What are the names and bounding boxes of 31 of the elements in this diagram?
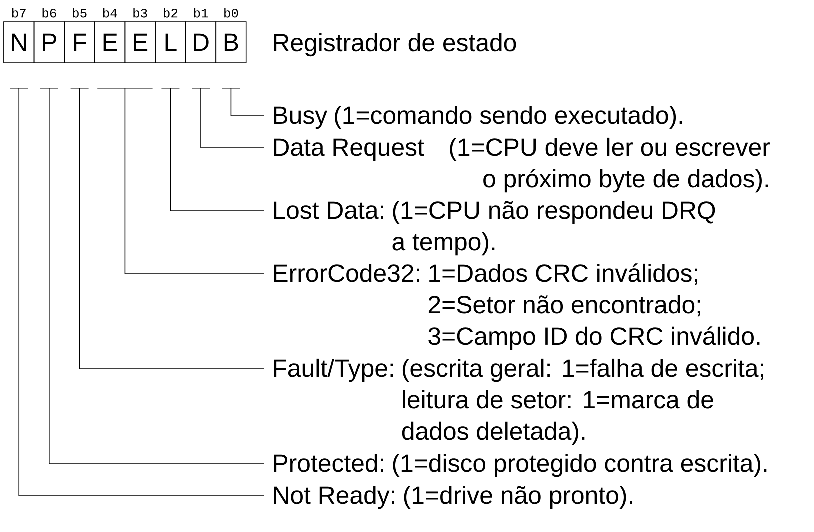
leader-line: [161, 88, 264, 212]
leader-line: [192, 88, 264, 148]
bit-cell: N: [4, 22, 35, 64]
bit-cell: B: [216, 22, 247, 64]
bit-cell: E: [94, 22, 126, 64]
description-text: Data Request (1=CPU deve ler ou escrever o próximo byte de dados).: [274, 138, 770, 193]
description-text: Not Ready: (1=drive não pronto).: [274, 486, 632, 510]
bit-cell: F: [64, 22, 96, 64]
leader-line: [222, 88, 264, 116]
description-text: Busy (1=comando sendo executado).: [274, 106, 682, 130]
bit-cell: P: [34, 22, 65, 64]
bit-cell: L: [155, 22, 186, 64]
description-text: Fault/Type: (escrita geral: 1=falha de escrita; leitura de setor: 1=marca de dados deletada).: [274, 358, 764, 446]
description-text: ErrorCode32: 1=Dados CRC inválidos; 2=Setor não encontrado; 3=Campo ID do CRC inválido.: [274, 264, 760, 350]
bit-label: b3: [134, 8, 148, 18]
leader-line: [70, 88, 264, 370]
leader-line: [97, 88, 264, 274]
bit-cell: E: [124, 22, 156, 64]
bit-label: b5: [73, 8, 87, 18]
bit-label: b7: [12, 8, 26, 18]
register-title: Registrador de estado: [274, 33, 516, 57]
bit-label: b1: [194, 8, 208, 18]
bit-label: b6: [42, 8, 56, 18]
leader-line: [10, 88, 264, 496]
bit-label: b4: [103, 8, 118, 18]
leader-line: [40, 88, 264, 464]
bit-label: b0: [224, 8, 238, 18]
description-text: Protected: (1=disco protegido contra escrita).: [274, 454, 767, 478]
bit-cell: D: [185, 22, 217, 64]
bit-label: b2: [164, 8, 178, 18]
description-text: Lost Data: (1=CPU não respondeu DRQ a tempo).: [274, 200, 716, 256]
